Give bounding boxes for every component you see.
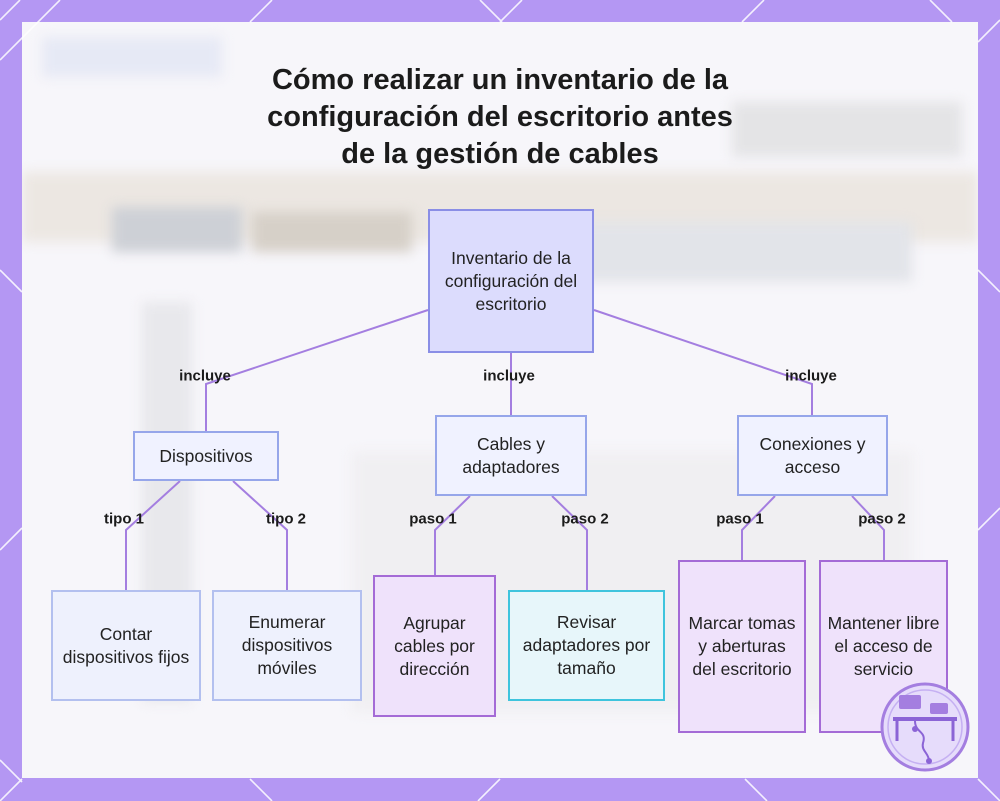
node-devices: Dispositivos — [133, 431, 279, 481]
edge-label-type-2: tipo 2 — [266, 510, 306, 528]
node-list-mobile-devices: Enumerar dispositivos móviles — [212, 590, 362, 701]
desk-cable-logo-icon — [880, 682, 970, 772]
edge-root-connections — [593, 309, 813, 415]
edge-label-step-2-cables: paso 2 — [561, 510, 609, 528]
edge-devices-count — [125, 480, 181, 590]
edge-root-devices — [205, 309, 429, 431]
title-line-1: Cómo realizar un inventario de la — [271, 64, 729, 96]
node-mark-outlets: Marcar tomas y aberturas del escritorio — [678, 560, 806, 733]
edge-label-step-1-cables: paso 1 — [409, 510, 457, 528]
edge-cables-group — [434, 495, 471, 575]
node-count-fixed-devices: Contar dispositivos fijos — [51, 590, 201, 701]
node-group-cables: Agrupar cables por dirección — [373, 575, 496, 717]
edge-conn-keep — [851, 495, 885, 560]
edge-cables-check — [551, 495, 588, 590]
node-root-inventory: Inventario de la configuración del escri… — [428, 209, 594, 353]
title-line-2: configuración del escritorio antes — [267, 101, 733, 133]
edge-label-includes-1: incluye — [179, 367, 231, 385]
title-line-3: de la gestión de cables — [341, 138, 659, 170]
edge-label-step-1-connections: paso 1 — [716, 510, 764, 528]
edge-label-step-2-connections: paso 2 — [858, 510, 906, 528]
diagram-title: Cómo realizar un inventario de la config… — [0, 62, 1000, 173]
edge-conn-mark — [741, 495, 776, 560]
node-cables-adapters: Cables y adaptadores — [435, 415, 587, 496]
edge-label-includes-3: incluye — [785, 367, 837, 385]
node-connections-access: Conexiones y acceso — [737, 415, 888, 496]
node-check-adapters: Revisar adaptadores por tamaño — [508, 590, 665, 701]
edge-devices-list — [232, 480, 288, 590]
node-keep-service-access: Mantener libre el acceso de servicio — [819, 560, 948, 733]
edge-label-includes-2: incluye — [483, 367, 535, 385]
edge-label-type-1: tipo 1 — [104, 510, 144, 528]
